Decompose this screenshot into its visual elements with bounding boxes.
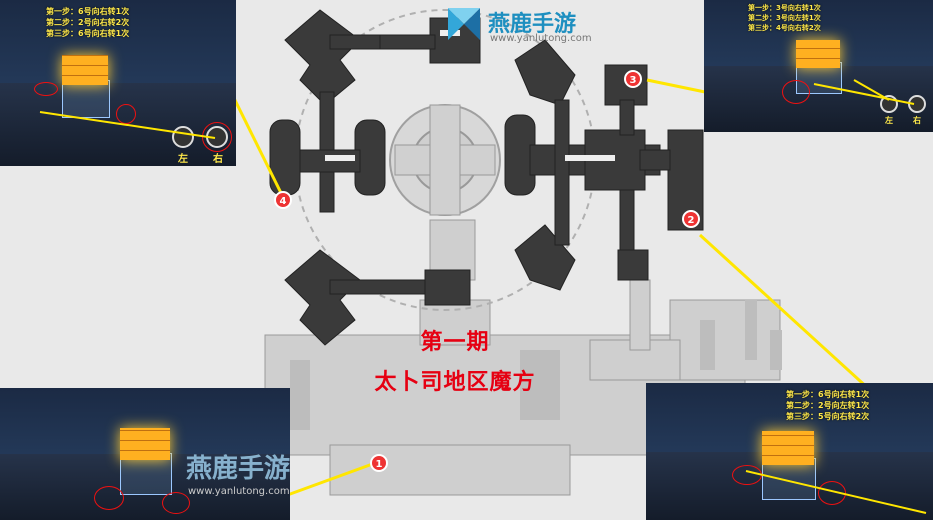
map-pin-1[interactable]: 1 [370,454,388,472]
left-label: 左 [885,116,893,125]
right-label: 右 [213,154,223,165]
marker-ring [34,82,58,96]
step-1: 第一步：3号向右转1次 [748,4,821,12]
step-3: 第三步：6号向右转1次 [46,29,130,38]
cube-puzzle [62,55,108,85]
watermark-logo-icon [446,6,482,42]
step-list: 第一步：3号向右转1次 第二步：3号向左转1次 第三步：4号向右转2次 [748,3,821,33]
right-label: 右 [913,116,921,125]
step-2: 第二步：2号向左转1次 [786,401,870,410]
page-title-line1: 第一期 [420,330,490,355]
marker-ring [94,486,124,510]
step-2: 第二步：3号向左转1次 [748,14,821,22]
step-list: 第一步：6号向右转1次 第二步：2号向右转2次 第三步：6号向右转1次 [46,6,129,39]
step-list: 第一步：6号向右转1次 第二步：2号向左转1次 第三步：5号向右转2次 [786,389,869,422]
watermark-url: www.yanlutong.com [490,33,592,44]
screenshot-bottom-left: 燕鹿手游 www.yanlutong.com [0,388,290,520]
map-pin-4[interactable]: 4 [274,191,292,209]
marker-ring [116,104,136,124]
step-3: 第三步：5号向右转2次 [786,412,870,421]
watermark-brand: 燕鹿手游 [488,12,577,37]
cube-puzzle [120,428,170,460]
cube-puzzle [796,40,840,68]
screenshot-bottom-right: 第一步：6号向右转1次 第二步：2号向左转1次 第三步：5号向右转2次 [646,383,933,520]
step-1: 第一步：6号向右转1次 [46,7,130,16]
page-title-line2: 太卜司地区魔方 [374,370,536,395]
marker-ring [782,80,810,104]
map-pin-2[interactable]: 2 [682,210,700,228]
map-pin-3[interactable]: 3 [624,70,642,88]
screenshot-top-right: 第一步：3号向右转1次 第二步：3号向左转1次 第三步：4号向右转2次 左 右 [704,0,933,132]
marker-ring [162,492,190,514]
watermark-brand: 燕鹿手游 [186,454,290,484]
marker-ring [818,481,846,505]
step-1: 第一步：6号向右转1次 [786,390,870,399]
cube-puzzle [762,431,814,465]
screenshot-top-left: 第一步：6号向右转1次 第二步：2号向右转2次 第三步：6号向右转1次 左 右 [0,0,236,166]
step-3: 第三步：4号向右转2次 [748,24,821,32]
left-label: 左 [178,154,188,165]
watermark-url: www.yanlutong.com [188,486,290,497]
step-2: 第二步：2号向右转2次 [46,18,130,27]
